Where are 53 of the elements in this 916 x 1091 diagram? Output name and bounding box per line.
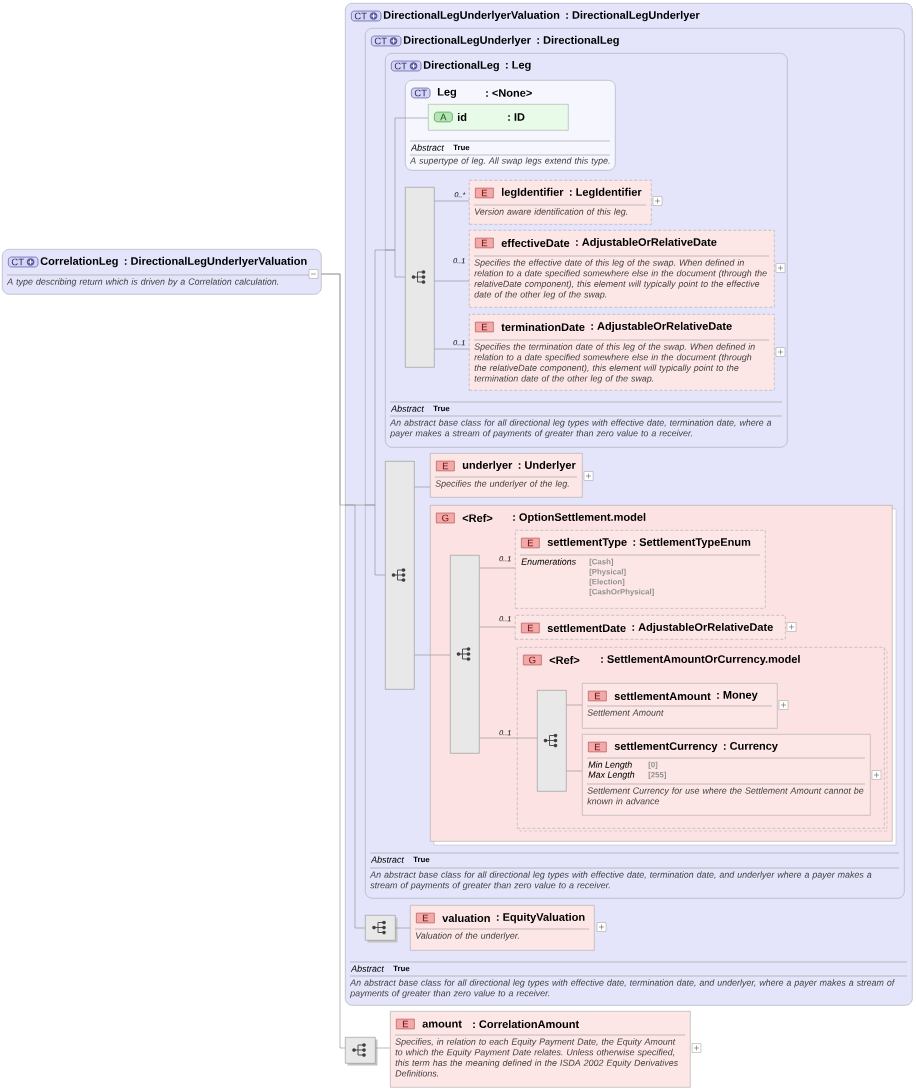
sequence-bar (385, 461, 415, 690)
type-badge: CT (371, 35, 402, 47)
type-badge: E (436, 460, 455, 472)
connector-line (434, 348, 470, 350)
connector-line (479, 567, 516, 569)
type-badge: CT (8, 256, 39, 268)
type-badge: G (523, 654, 542, 666)
type-badge: E (588, 741, 607, 753)
type-badge: E (475, 187, 494, 199)
connector-line (434, 200, 470, 202)
type-badge: CT (391, 60, 422, 72)
sequence-box (345, 1037, 378, 1066)
type-badge: G (436, 512, 455, 524)
connector-line (395, 927, 411, 929)
connector-line (479, 626, 516, 628)
type-badge: E (416, 912, 435, 924)
connector-line (384, 249, 406, 278)
connector-line (566, 770, 583, 772)
attribute-box: A id : ID (428, 104, 569, 131)
type-badge: E (521, 537, 540, 549)
connector-line (321, 273, 346, 1049)
connector-line (364, 504, 386, 576)
type-badge: CT (351, 10, 382, 22)
sequence-bar (537, 690, 567, 792)
type-badge: A (434, 111, 453, 123)
type-badge: E (588, 690, 607, 702)
sequence-bar (405, 187, 435, 368)
type-badge: E (521, 622, 540, 634)
element-box: E terminationDate : AdjustableOrRelativeDate Specifies the termination date of this leg of the swap. When defined in relation to a date specified somewhere else in the document (through the relativeDate component), this element will typically point to the termination date of the other leg of the swap. (469, 314, 775, 391)
connector-line (516, 737, 538, 739)
type-badge: CT (411, 87, 431, 99)
connector-line (434, 280, 470, 282)
type-badge: E (475, 237, 494, 249)
element-box: E effectiveDate : AdjustableOrRelativeDate Specifies the effective date of this leg of the swap. When defined in relation to a date specified somewhere else in the document (through the relativeDate component), this element will typically point to the effective date of the other leg of the swap. (469, 230, 775, 308)
element-box: E valuation : EquityValuation Valuation of the underlyer. (410, 905, 595, 951)
sequence-bar (450, 555, 480, 754)
type-badge: E (396, 1018, 415, 1030)
connector-line (429, 654, 451, 656)
element-box: E amount : CorrelationAmount Specifies, in relation to each Equity Payment Date, the Equity Amount to which the Equity Payment Date relates. Unless otherwise specified, this term has the meaning defined in the ISDA 2002 Equity Derivatives Definitions. (390, 1011, 691, 1088)
connector-line (414, 486, 431, 488)
element-box: E settlementDate : AdjustableOrRelativeDate (515, 615, 786, 640)
connector-line (479, 737, 518, 739)
connector-line (344, 504, 366, 929)
connector-line (375, 1047, 391, 1049)
connector-line (566, 704, 583, 706)
element-box: E settlementAmount : Money Settlement Amount (582, 683, 778, 729)
complex-type-box: CT CorrelationLeg : DirectionalLegUnderlyerValuation A type describing return which is driven by a Correlation calculation. (2, 249, 322, 295)
element-box: E underlyer : Underlyer Specifies the underlyer of the leg. (430, 453, 583, 498)
connector-line (404, 117, 429, 119)
connector-line (414, 654, 431, 656)
element-box: E legIdentifier : LegIdentifier Version aware identification of this leg. (469, 180, 652, 225)
type-badge: E (475, 321, 494, 333)
sequence-box (365, 915, 398, 943)
